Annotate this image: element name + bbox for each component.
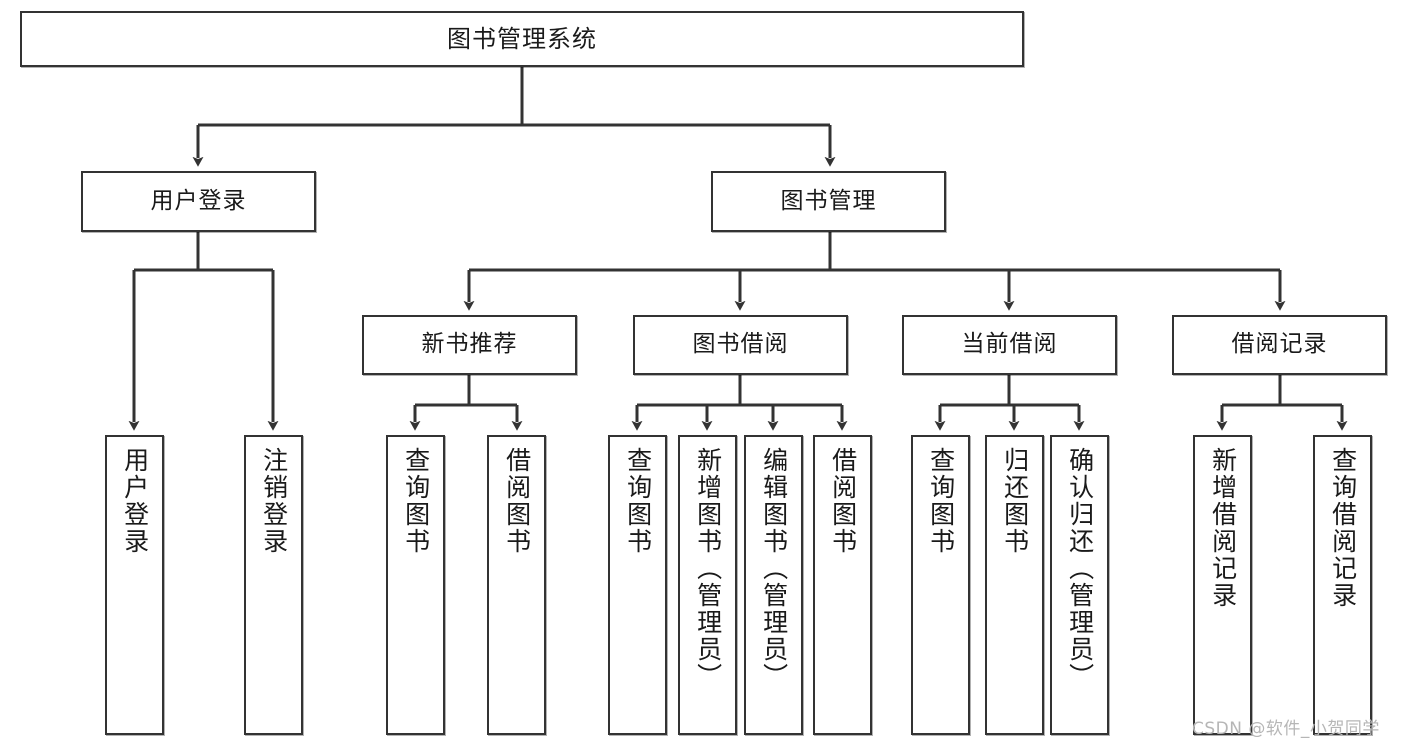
node-leaf-return-book-label: 归还图书 [1000, 447, 1030, 555]
node-leaf-add-book-label: 新增图书（管理员） [693, 447, 723, 690]
node-leaf-query-book-3[interactable]: 查询图书 [911, 435, 970, 735]
node-leaf-query-record[interactable]: 查询借阅记录 [1313, 435, 1372, 735]
node-borrow-record-label: 借阅记录 [1231, 331, 1328, 358]
node-leaf-edit-book[interactable]: 编辑图书（管理员） [744, 435, 803, 735]
node-user-login-label: 用户登录 [150, 187, 247, 214]
node-leaf-query-book-1[interactable]: 查询图书 [386, 435, 445, 735]
node-leaf-borrow-book-1[interactable]: 借阅图书 [487, 435, 546, 735]
node-leaf-logout-label: 注销登录 [259, 447, 289, 555]
node-leaf-edit-book-label: 编辑图书（管理员） [759, 447, 789, 690]
node-leaf-query-record-label: 查询借阅记录 [1328, 447, 1358, 609]
node-root[interactable]: 图书管理系统 [20, 11, 1024, 67]
node-current-borrow-label: 当前借阅 [961, 331, 1058, 358]
node-new-book-recommend[interactable]: 新书推荐 [362, 315, 577, 375]
node-leaf-query-book-1-label: 查询图书 [401, 447, 431, 555]
node-leaf-return-book[interactable]: 归还图书 [985, 435, 1044, 735]
node-leaf-add-book[interactable]: 新增图书（管理员） [678, 435, 737, 735]
node-leaf-borrow-book-1-label: 借阅图书 [502, 447, 532, 555]
node-leaf-borrow-book-2-label: 借阅图书 [828, 447, 858, 555]
node-book-borrow[interactable]: 图书借阅 [633, 315, 848, 375]
watermark-text: CSDN @软件_小贺同学 [1192, 719, 1380, 739]
node-borrow-record[interactable]: 借阅记录 [1172, 315, 1387, 375]
node-current-borrow[interactable]: 当前借阅 [902, 315, 1117, 375]
node-leaf-user-login[interactable]: 用户登录 [105, 435, 164, 735]
node-leaf-borrow-book-2[interactable]: 借阅图书 [813, 435, 872, 735]
node-leaf-query-book-2[interactable]: 查询图书 [608, 435, 667, 735]
node-new-book-recommend-label: 新书推荐 [421, 331, 518, 358]
node-leaf-logout[interactable]: 注销登录 [244, 435, 303, 735]
node-book-borrow-label: 图书借阅 [692, 331, 789, 358]
node-root-label: 图书管理系统 [447, 24, 597, 53]
node-leaf-user-login-label: 用户登录 [120, 447, 150, 555]
node-leaf-query-book-3-label: 查询图书 [926, 447, 956, 555]
node-leaf-add-record-label: 新增借阅记录 [1208, 447, 1238, 609]
node-leaf-confirm-return[interactable]: 确认归还（管理员） [1050, 435, 1109, 735]
node-book-manage-label: 图书管理 [780, 187, 877, 214]
node-book-manage[interactable]: 图书管理 [711, 171, 946, 232]
node-leaf-add-record[interactable]: 新增借阅记录 [1193, 435, 1252, 735]
node-user-login[interactable]: 用户登录 [81, 171, 316, 232]
node-leaf-query-book-2-label: 查询图书 [623, 447, 653, 555]
node-leaf-confirm-return-label: 确认归还（管理员） [1065, 447, 1095, 690]
